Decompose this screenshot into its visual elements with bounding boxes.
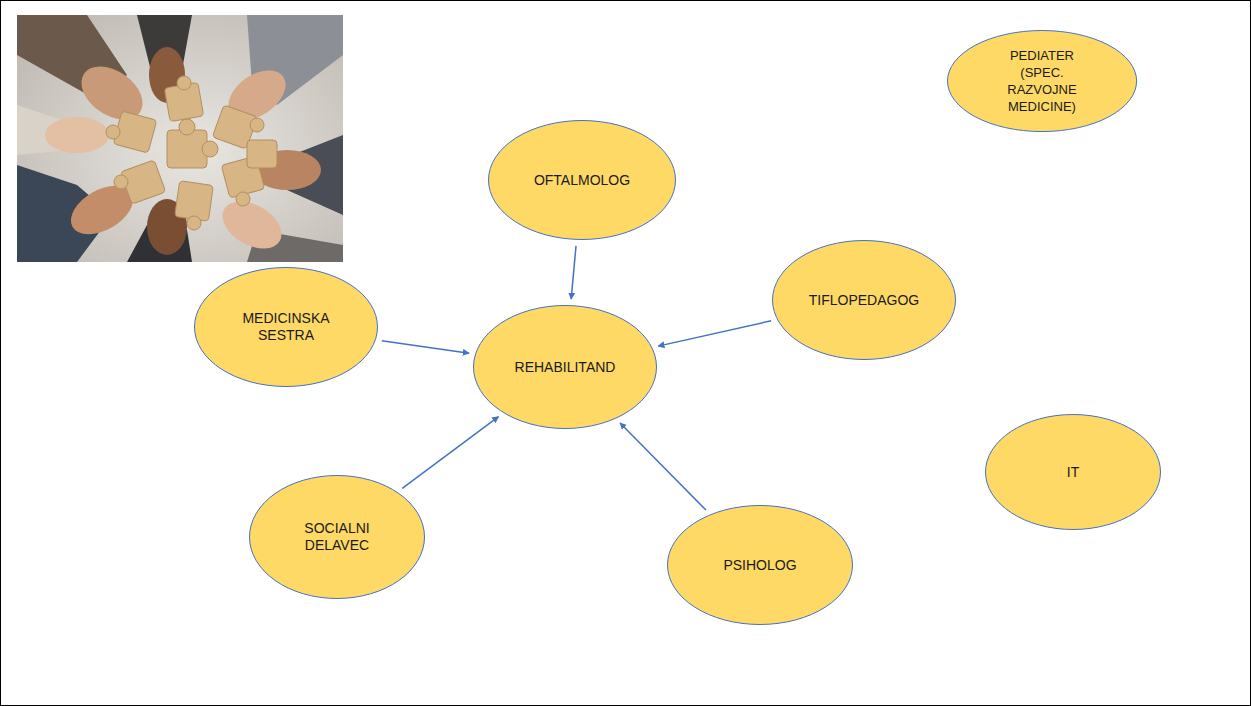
role-ellipse: REHABILITAND xyxy=(473,305,657,429)
puzzle-photo xyxy=(17,15,343,262)
role-label: REHABILITAND xyxy=(515,359,616,376)
arrow-connector xyxy=(658,321,771,346)
role-ellipse: OFTALMOLOG xyxy=(488,120,676,240)
text-holder: TIFLOPEDAGOG xyxy=(772,240,956,360)
role-label: SOCIALNI DELAVEC xyxy=(287,520,387,554)
role-label: PSIHOLOG xyxy=(723,557,796,574)
role-label: IT xyxy=(1067,464,1079,481)
text-holder: OFTALMOLOG xyxy=(488,120,676,240)
text-holder: MEDICINSKA SESTRA xyxy=(194,267,378,387)
role-label: MEDICINSKA SESTRA xyxy=(231,310,341,344)
role-label: TIFLOPEDAGOG xyxy=(809,292,919,309)
arrow-connector xyxy=(620,423,706,510)
arrow-connector xyxy=(402,417,498,489)
arrow-connector xyxy=(382,341,469,354)
role-ellipse: SOCIALNI DELAVEC xyxy=(249,475,425,599)
text-holder: SOCIALNI DELAVEC xyxy=(249,475,425,599)
role-label: PEDIATER (SPEC. RAZVOJNE MEDICINE) xyxy=(996,47,1088,115)
text-holder: PEDIATER (SPEC. RAZVOJNE MEDICINE) xyxy=(947,30,1137,132)
text-holder: IT xyxy=(985,414,1161,530)
role-ellipse: IT xyxy=(985,414,1161,530)
role-ellipse: PSIHOLOG xyxy=(667,505,853,625)
role-ellipse: MEDICINSKA SESTRA xyxy=(194,267,378,387)
role-ellipse: PEDIATER (SPEC. RAZVOJNE MEDICINE) xyxy=(947,30,1137,132)
text-holder: REHABILITAND xyxy=(473,305,657,429)
arrow-connector xyxy=(571,246,576,299)
text-holder: PSIHOLOG xyxy=(667,505,853,625)
role-label: OFTALMOLOG xyxy=(534,172,630,189)
role-ellipse: TIFLOPEDAGOG xyxy=(772,240,956,360)
ellipse-outline xyxy=(947,30,1137,132)
